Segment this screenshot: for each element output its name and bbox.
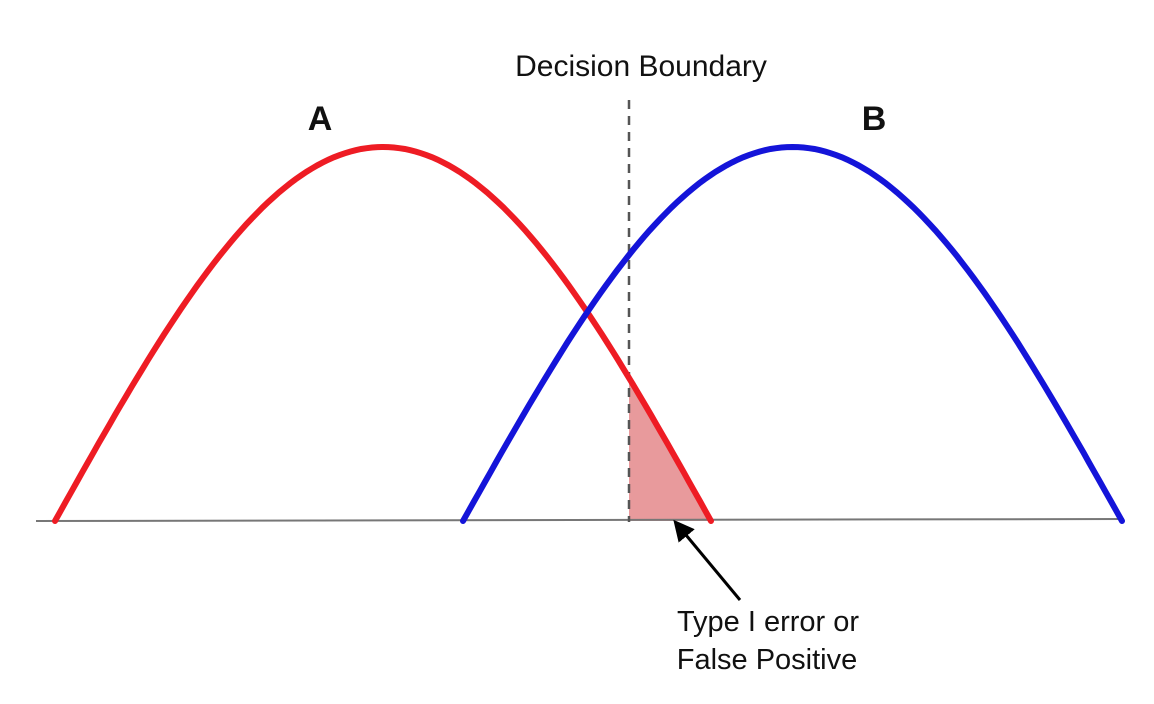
curve-b: [460, 143, 1125, 524]
baseline-axis: [35, 518, 1125, 522]
curve-a: [52, 143, 714, 524]
annotation-label-line1: Type I error or: [677, 606, 859, 638]
decision-boundary-label: Decision Boundary: [515, 50, 767, 83]
curve-b-label: B: [862, 100, 887, 138]
annotation-label-line2: False Positive: [677, 644, 858, 676]
annotation-arrow: [673, 519, 742, 601]
curve-a-label: A: [308, 100, 333, 138]
